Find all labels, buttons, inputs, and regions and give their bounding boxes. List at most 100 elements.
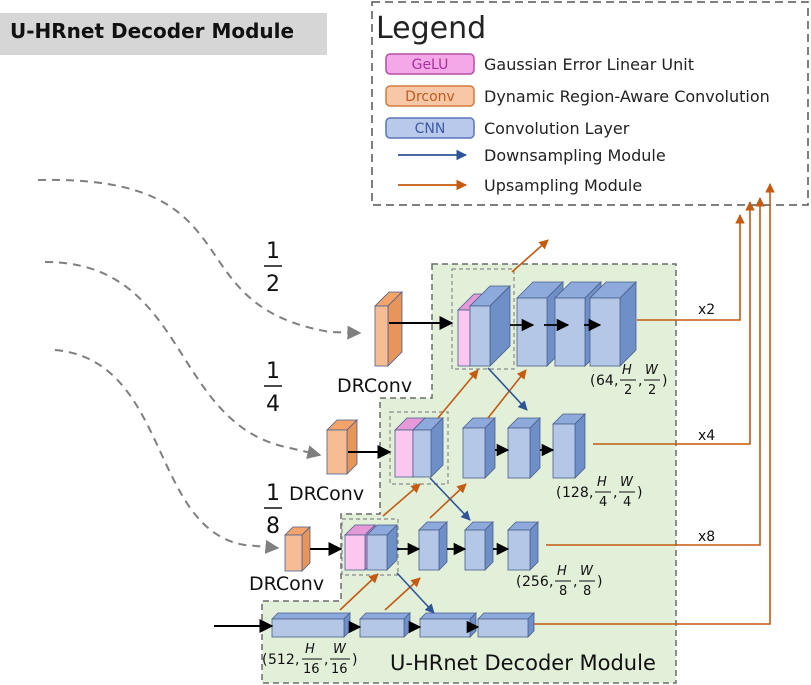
drconv-block-quarter-front	[326, 429, 348, 475]
cnn-block-eighth-c-side	[484, 521, 494, 571]
fraction-half: 1 2	[264, 239, 282, 297]
dim-quarter-comma2: ,	[613, 485, 617, 501]
cnn-block-half-a-front	[469, 305, 491, 367]
dim-sixteenth-close: )	[352, 652, 357, 668]
dim-sixteenth-w: W	[333, 642, 347, 657]
drconv-block-half-front	[374, 305, 389, 367]
gelu-block-quarter-front	[394, 429, 414, 478]
output-half-x2	[637, 214, 745, 321]
dim-label-eighth: ( 256 , H 8 , W 8 )	[516, 564, 602, 599]
cnn-block-sixteenth-a	[271, 612, 351, 638]
up-quarter-b-to-half	[487, 369, 527, 419]
dim-half-close: )	[662, 373, 667, 389]
cnn-block-sixteenth-a-top	[271, 612, 351, 620]
down-quarter-to-eighth	[429, 477, 471, 521]
cnn-block-half-b-front	[516, 297, 548, 367]
dim-sixteenth-wd: 16	[331, 662, 348, 677]
dim-eighth-h: H	[557, 564, 567, 579]
gelu-block-half-front	[457, 309, 471, 367]
drconv-block-eighth-side	[301, 526, 311, 572]
module-label: U-HRnet Decoder Module	[390, 651, 656, 675]
dim-half-open: (	[590, 373, 595, 389]
cnn-block-eighth-d-front	[507, 529, 531, 571]
scale-label-x8: x8	[698, 529, 715, 545]
scale-label-x2: x2	[698, 302, 715, 318]
dim-half-comma1: ,	[614, 373, 618, 389]
up-sixteenth-b-to-eighth	[384, 577, 421, 611]
cnn-block-sixteenth-c-front	[419, 618, 471, 638]
dim-eighth-w: W	[580, 564, 594, 579]
input-curve-quarter	[44, 261, 322, 459]
title-banner: U-HRnet Decoder Module	[0, 13, 327, 55]
cnn-block-quarter-c-side	[529, 417, 541, 479]
legend-tag-cnn: CNN	[415, 121, 446, 137]
cnn-block-quarter-b-front	[462, 427, 486, 479]
legend-arrow-up: Upsampling Module	[398, 176, 642, 195]
up-eighth-b-to-quarter	[429, 483, 467, 519]
cnn-block-eighth-a	[366, 524, 398, 571]
legend-swatch-gelu	[385, 53, 475, 75]
legend-arrow-down: Downsampling Module	[398, 146, 666, 165]
cnn-block-half-d	[589, 281, 637, 367]
cnn-block-sixteenth-d	[477, 612, 535, 638]
legend-tag-gelu: GeLU	[412, 57, 449, 73]
drconv-block-quarter	[326, 419, 358, 475]
dim-eighth-hd: 8	[559, 584, 567, 599]
dim-sixteenth-c: 512	[268, 652, 295, 668]
input-curve-eighth	[54, 349, 280, 554]
fraction-half-den: 2	[266, 272, 280, 297]
legend-frame	[371, 1, 809, 206]
legend-desc-drconv: Dynamic Region-Aware Convolution	[484, 87, 770, 106]
fraction-quarter: 1 4	[264, 359, 282, 417]
dim-eighth-comma1: ,	[549, 574, 553, 590]
output-sixteenth	[534, 183, 775, 625]
fraction-quarter-num: 1	[266, 359, 280, 384]
dim-sixteenth-open: (	[262, 652, 267, 668]
cnn-block-eighth-c-front	[464, 529, 486, 571]
dim-eighth-comma2: ,	[573, 574, 577, 590]
dim-label-half: ( 64 , H 2 , W 2 )	[590, 363, 667, 398]
dim-half-h: H	[622, 363, 632, 378]
up-quarter-to-half	[437, 369, 479, 419]
legend-heading: Legend	[376, 11, 486, 46]
cnn-block-half-c-front	[554, 297, 586, 367]
fraction-quarter-den: 4	[266, 392, 280, 417]
drconv-block-half	[374, 291, 403, 367]
drconv-label-half: DRConv	[337, 375, 412, 397]
dim-quarter-wd: 4	[623, 495, 631, 510]
cnn-block-sixteenth-b-front	[359, 618, 405, 638]
dim-quarter-c: 128	[562, 485, 589, 501]
cnn-block-quarter-c	[507, 417, 541, 479]
down-eighth-to-sixteenth	[396, 572, 435, 614]
dim-sixteenth-comma2: ,	[324, 652, 328, 668]
dim-eighth-wd: 8	[583, 584, 591, 599]
cnn-block-quarter-b-side	[484, 417, 496, 479]
cnn-block-sixteenth-a-front	[271, 618, 345, 638]
dim-quarter-close: )	[637, 485, 642, 501]
legend-swatch-drconv	[385, 85, 475, 107]
dim-sixteenth-hd: 16	[303, 662, 320, 677]
cnn-block-eighth-b-side	[438, 521, 448, 571]
dim-label-quarter: ( 128 , H 4 , W 4 )	[556, 475, 642, 510]
up-half-top	[511, 239, 549, 273]
cnn-block-quarter-a-front	[412, 429, 432, 478]
cnn-block-sixteenth-b	[359, 612, 411, 638]
fraction-eighth-den: 8	[266, 514, 280, 539]
fraction-eighth: 1 8	[264, 481, 282, 539]
cnn-block-sixteenth-d-front	[477, 618, 529, 638]
cnn-block-sixteenth-b-top	[359, 612, 411, 620]
cnn-block-sixteenth-d-top	[477, 612, 535, 620]
diagram-title: U-HRnet Decoder Module	[10, 19, 295, 43]
dim-label-sixteenth: ( 512 , H 16 , W 16 )	[262, 642, 357, 677]
drconv-block-quarter-side	[346, 419, 358, 475]
dim-half-w: W	[645, 363, 659, 378]
dim-sixteenth-h: H	[305, 642, 315, 657]
drconv-block-eighth-front	[284, 534, 303, 572]
input-curve-half	[37, 178, 362, 340]
cnn-block-eighth-a-front	[366, 534, 388, 571]
